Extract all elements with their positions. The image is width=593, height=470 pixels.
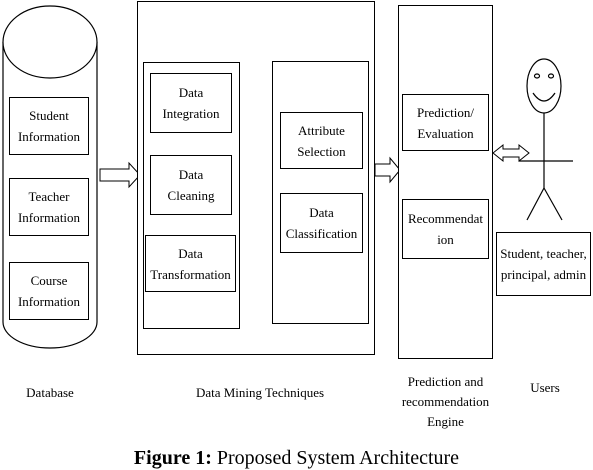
figure-label: Figure 1: — [133, 447, 212, 469]
engine-item-recommendation: Recommendat ion — [402, 199, 489, 259]
database-item-course: Course Information — [9, 262, 89, 320]
database-caption: Database — [26, 385, 74, 400]
user-stick-figure-icon — [519, 58, 573, 221]
data-mining-right-panel — [272, 61, 369, 324]
database-item-student: Student Information — [9, 97, 89, 155]
database-item-teacher: Teacher Information — [9, 178, 89, 236]
engine-container — [398, 5, 493, 359]
mining-item-transformation: Data Transformation — [145, 235, 236, 292]
users-caption: Users — [530, 380, 560, 395]
figure-title: Proposed System Architecture — [211, 447, 460, 469]
mining-item-cleaning: Data Cleaning — [150, 155, 232, 215]
figure-caption: Figure 1: Proposed System Architecture — [0, 446, 593, 470]
engine-caption: Prediction and recommendation Engine — [401, 374, 490, 429]
mining-item-integration: Data Integration — [150, 73, 232, 133]
users-label-box: Student, teacher, principal, admin — [496, 232, 591, 296]
mining-item-attribute-selection: Attribute Selection — [280, 112, 363, 169]
arrow-mining-to-engine — [374, 156, 401, 184]
engine-item-prediction: Prediction/ Evaluation — [402, 94, 489, 151]
mining-item-classification: Data Classification — [280, 193, 363, 253]
data-mining-caption: Data Mining Techniques — [195, 385, 325, 400]
arrow-engine-users — [492, 143, 530, 163]
arrow-db-to-mining — [99, 161, 141, 189]
